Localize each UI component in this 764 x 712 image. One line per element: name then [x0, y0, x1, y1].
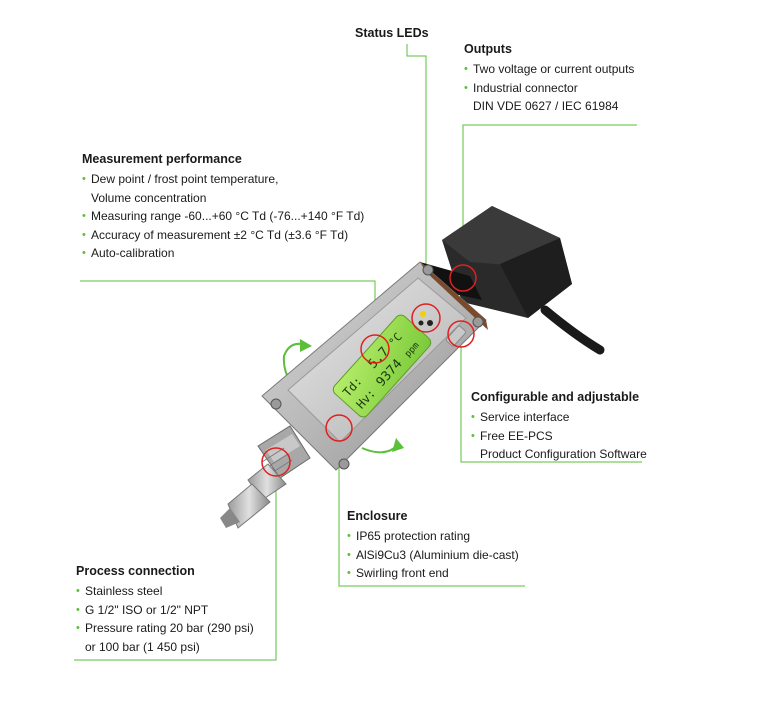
measurement-title: Measurement performance	[82, 152, 242, 166]
process-item: Pressure rating 20 bar (290 psi)	[76, 619, 296, 638]
measurement-callout: Measurement performance Dew point / fros…	[82, 150, 402, 263]
cable	[540, 305, 605, 355]
process-title: Process connection	[76, 564, 195, 578]
enclosure-item: Swirling front end	[347, 564, 567, 583]
configurable-item: Free EE-PCS	[471, 427, 671, 446]
process-connection	[220, 425, 311, 529]
leader-outputs	[462, 124, 637, 266]
measurement-item: Volume concentration	[91, 190, 207, 205]
outputs-title: Outputs	[464, 42, 512, 56]
outputs-item: Industrial connector	[464, 79, 704, 98]
enclosure-callout: Enclosure IP65 protection rating AlSi9Cu…	[347, 507, 567, 583]
circle-configurable	[447, 320, 475, 348]
circle-status-leds	[411, 303, 441, 333]
circle-outputs	[449, 264, 477, 292]
process-item: Stainless steel	[76, 582, 296, 601]
process-item: or 100 bar (1 450 psi)	[85, 639, 200, 654]
leader-status-leds	[406, 44, 427, 308]
circle-process	[261, 447, 291, 477]
outputs-callout: Outputs Two voltage or current outputs I…	[464, 40, 704, 116]
configurable-item: Product Configuration Software	[480, 447, 647, 461]
enclosure-item: IP65 protection rating	[347, 527, 567, 546]
measurement-item: Dew point / frost point temperature,	[82, 170, 402, 189]
circle-enclosure	[325, 414, 353, 442]
service-interface	[445, 325, 467, 347]
process-callout: Process connection Stainless steel G 1/2…	[76, 562, 296, 656]
measurement-item: Accuracy of measurement ±2 °C Td (±3.6 °…	[82, 226, 402, 245]
leader-process	[74, 470, 277, 661]
configurable-callout: Configurable and adjustable Service inte…	[471, 388, 671, 464]
measurement-item: Auto-calibration	[82, 244, 402, 263]
status-led-dots	[418, 311, 433, 326]
callout-circles	[261, 264, 477, 477]
status-leds-title: Status LEDs	[355, 26, 429, 40]
outputs-item: DIN VDE 0627 / IEC 61984	[473, 99, 619, 113]
outputs-item: Two voltage or current outputs	[464, 60, 704, 79]
enclosure-title: Enclosure	[347, 509, 408, 523]
leader-lines	[74, 44, 642, 661]
configurable-title: Configurable and adjustable	[471, 390, 640, 404]
leader-configurable	[460, 346, 642, 463]
leader-enclosure	[338, 434, 525, 587]
enclosure-item: AlSi9Cu3 (Aluminium die-cast)	[347, 546, 567, 565]
process-item: G 1/2" ISO or 1/2" NPT	[76, 601, 296, 620]
industrial-connector	[420, 206, 572, 318]
leader-measurement	[80, 280, 376, 335]
measurement-item: Measuring range -60...+60 °C Td (-76...+…	[82, 207, 402, 226]
lcd-display: Td: 5.7 °C Hv: 9374 ppm	[332, 314, 432, 418]
circle-measurement	[360, 334, 390, 364]
configurable-item: Service interface	[471, 408, 671, 427]
